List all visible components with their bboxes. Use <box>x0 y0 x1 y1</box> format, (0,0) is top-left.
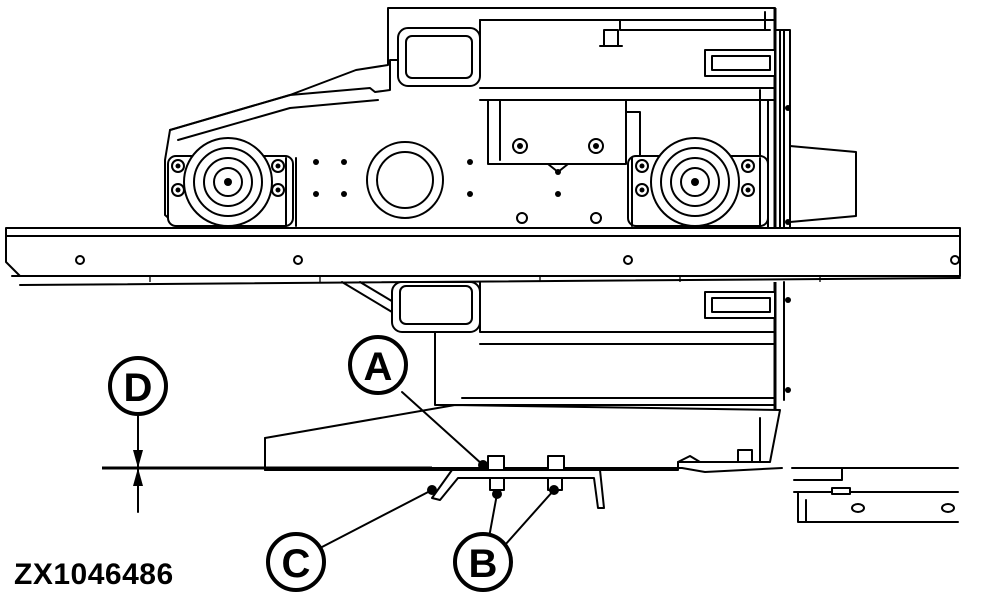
floor-line <box>102 466 783 473</box>
callout-d: D <box>108 356 168 416</box>
callout-c: C <box>266 532 326 592</box>
callout-a-label: A <box>364 345 393 389</box>
center-port <box>366 141 444 219</box>
main-rail <box>5 227 961 286</box>
lower-machine-frame <box>264 281 791 471</box>
callout-b: B <box>453 532 513 592</box>
adjacent-rail <box>791 467 959 523</box>
callout-d-label: D <box>124 366 153 410</box>
leader-lines <box>321 391 559 548</box>
callout-b-label: B <box>469 542 498 586</box>
frame-holes <box>313 159 602 224</box>
mounting-bracket <box>431 455 605 509</box>
right-wheel <box>627 137 769 227</box>
rear-bracket <box>789 145 857 223</box>
upper-machine-frame <box>164 7 791 229</box>
left-wheel <box>167 137 297 227</box>
dimension-d <box>133 411 143 513</box>
figure-id: ZX1046486 <box>14 558 174 591</box>
callout-a: A <box>348 335 408 395</box>
callout-c-label: C <box>282 542 311 586</box>
